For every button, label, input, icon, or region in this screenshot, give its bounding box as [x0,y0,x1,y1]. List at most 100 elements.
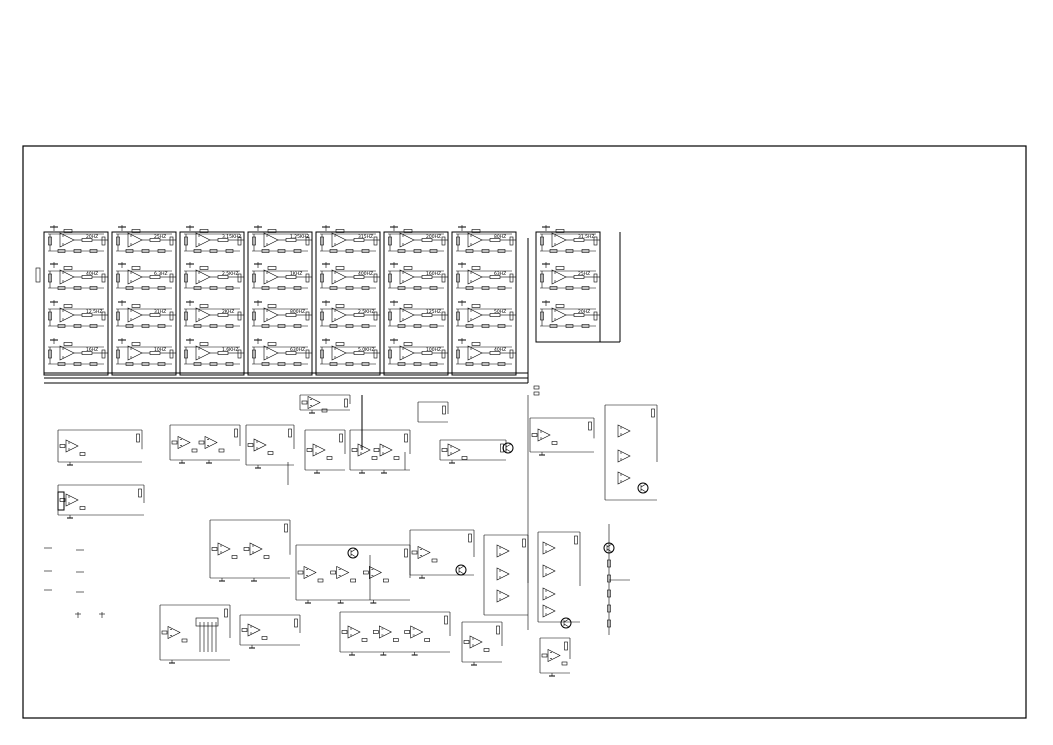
circuit-block [57,429,143,466]
band-frequency-label: 31HZ [154,309,166,315]
band-cell: 125HZ [388,300,448,328]
band-frequency-label: 200HZ [426,234,441,240]
band-frequency-label: 40HZ [494,347,506,353]
opamp-symbol [331,232,347,248]
band-cell: 31.5HZ [540,225,600,253]
band-frequency-label: 25HZ [578,271,590,277]
opamp-symbol [410,625,424,639]
opamp-symbol [127,345,143,361]
opamp-symbol [357,443,371,457]
opamp-symbol [127,269,143,285]
transistor-symbol [502,442,514,454]
band-cell: 80HZ [456,225,516,253]
circuit-block [169,424,241,464]
band-cell: 2.5KHZ [184,262,244,290]
filter-bank-4: 1.25KHZ 1KHZ 800HZ 630HZ [247,225,313,376]
circuit-block [417,401,449,423]
resistor-chain [607,524,630,635]
opamp-symbol [496,544,510,558]
band-frequency-label: 100HZ [426,347,441,353]
filter-bank-7: 80HZ 63HZ 50HZ 40HZ [451,225,517,376]
opamp-symbol [469,635,483,649]
band-cell: 10HZ [116,338,176,366]
opamp-symbol [65,493,79,507]
band-frequency-label: 2KHZ [222,309,234,315]
opamp-symbol [59,232,75,248]
filter-bank-8: 31.5HZ 25HZ 20HZ [535,225,601,343]
circuit-block [604,404,658,501]
transistor-symbol [455,564,467,576]
band-frequency-label: 125HZ [426,309,441,315]
circuit-block [245,424,295,469]
circuit-block [439,439,507,464]
band-frequency-label: 400HZ [358,271,373,277]
opamp-symbol [617,471,631,485]
band-frequency-label: 1KHZ [290,271,302,277]
band-cell: 16HZ [48,338,108,366]
band-frequency-label: 2.5KHZ [358,309,375,315]
circuit-block [209,519,291,582]
opamp-symbol [331,269,347,285]
opamp-symbol [551,307,567,323]
band-cell: 3.15KHZ [184,225,244,253]
opamp-symbol [369,566,383,579]
band-cell: 63HZ [456,262,516,290]
transistor-symbol [637,482,649,494]
opamp-symbol [249,542,263,556]
band-cell: 1KHZ [252,262,312,290]
band-frequency-label: 630HZ [290,347,305,353]
opamp-symbol [467,232,483,248]
band-frequency-label: 12.5HZ [86,309,103,315]
band-cell: 25HZ [540,262,600,290]
band-frequency-label: 25HZ [154,234,166,240]
opamp-symbol [59,269,75,285]
opamp-symbol [195,269,211,285]
band-frequency-label: 1.25KHZ [290,234,309,240]
band-frequency-label: 63HZ [494,271,506,277]
band-cell: 630HZ [252,338,312,366]
opamp-symbol [253,438,267,452]
band-cell: 25HZ [116,225,176,253]
opamp-symbol [217,542,231,556]
circuit-block [461,621,503,666]
opamp-symbol [537,428,551,442]
band-frequency-label: 315HZ [358,234,373,240]
band-cell: 31HZ [116,300,176,328]
band-cell: 40HZ [48,262,108,290]
opamp-symbol [195,232,211,248]
opamp-symbol [379,625,393,639]
opamp-symbol [467,269,483,285]
band-frequency-label: 20HZ [578,309,590,315]
band-cell: 2.5KHZ [320,300,380,328]
band-cell: 800HZ [252,300,312,328]
opamp-symbol [331,345,347,361]
filter-bank-group: 20HZ40HZ12.5HZ16HZ25HZ6.3HZ31HZ10HZ3.15K… [43,225,601,376]
transistor-symbol [347,547,359,559]
band-cell: 20HZ [540,300,600,328]
opamp-symbol [399,232,415,248]
circuit-block [537,531,581,623]
opamp-symbol [167,626,181,639]
opamp-symbol [59,307,75,323]
opamp-symbol [379,443,393,457]
opamp-symbol [617,449,631,463]
band-cell: 315HZ [320,225,380,253]
opamp-symbol [195,345,211,361]
band-frequency-label: 20HZ [86,234,98,240]
opamp-symbol [247,623,261,637]
band-cell: 100HZ [388,338,448,366]
opamp-symbol [127,307,143,323]
band-frequency-label: 50HZ [494,309,506,315]
band-frequency-label: 160HZ [426,271,441,277]
sheet-border [22,145,1027,719]
circuit-block [159,604,231,664]
opamp-symbol [303,566,317,579]
transistor-symbol [560,617,572,629]
band-frequency-label: 31.5HZ [578,234,595,240]
opamp-symbol [551,232,567,248]
bus-lines [44,232,621,396]
opamp-symbol [347,625,361,639]
opamp-symbol [312,443,326,457]
